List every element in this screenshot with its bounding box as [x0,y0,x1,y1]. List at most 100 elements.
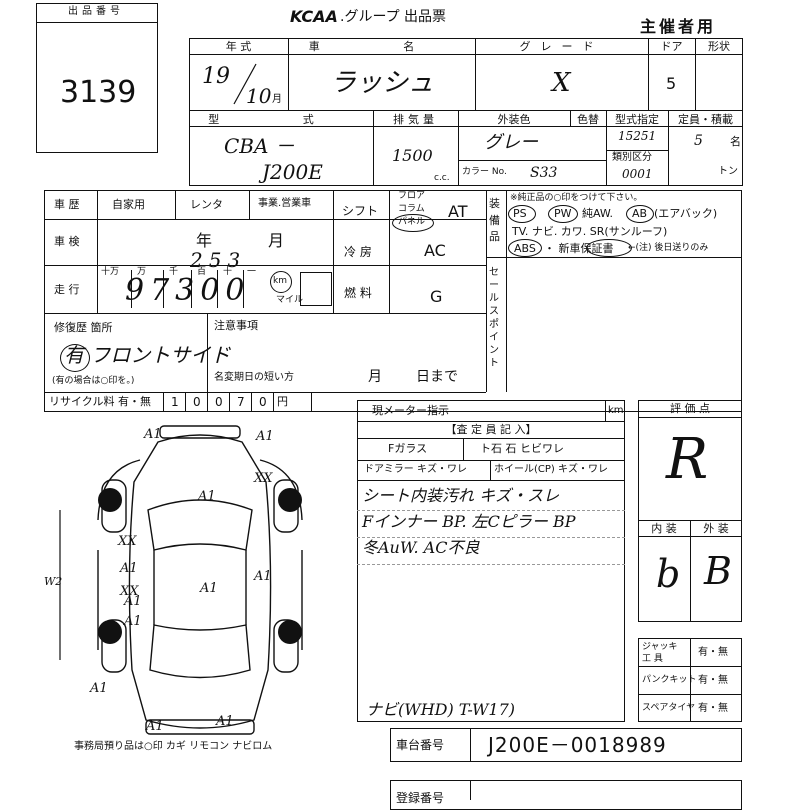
recycle-label: リサイクル料 有・無 [49,395,151,408]
registration-label: 登録番号 [396,791,445,805]
doors-header: ドア [660,40,683,53]
damage-mark: A1 [215,714,234,729]
capacity-unit: 名 [730,135,741,148]
damage-mark: A1 [145,719,164,734]
equip-alloy[interactable]: 純AW. [582,207,614,220]
recycle-digits: 1 0 0 7 0 円 [163,392,312,412]
model-header: 型 式 [208,113,354,126]
shift-floor[interactable]: フロア [398,191,426,201]
year-slash [233,63,257,105]
inspector-header: 【査 定 員 記 入】 [445,423,537,436]
inspection-note: Fインナー BP. 左Cピラー BP [362,512,576,531]
damage-mark: W2 [44,575,62,588]
km-unit[interactable]: km [273,276,287,286]
warranty-circle [586,239,632,257]
equipment-note: ※純正品の○印をつけて下さい。 [510,193,643,203]
mileage-grid: 十万 万 千 百 十 一 [97,266,333,312]
grade-value: X [552,68,571,98]
history-rental[interactable]: レンタ [190,198,223,211]
recycle-digit: 1 [171,395,179,409]
year-value: 19 [202,64,230,89]
equip-warranty[interactable]: ・ 新車保証書 [544,242,614,255]
displacement-header: 排気量 [393,113,438,126]
inspector-section [357,400,625,722]
mileage-digit-label: 千 [169,267,179,277]
name-header: 車 名 [308,40,455,53]
mileage-correction: 253 [190,248,247,272]
equip-warranty-note: ←(注) 後日送りのみ [628,243,709,253]
exterior-header: 外装色 [497,113,531,126]
wheel-label[interactable]: ホイール(CP) キズ・ワレ [494,464,608,475]
model-code: J200E [262,160,323,184]
repair-value: 有 フロントサイド [64,343,231,367]
recolor-header: 色替 [577,113,599,126]
interior-label: 内 装 [651,522,677,535]
meter-label: 現メーター指示 [372,404,449,417]
history-label: 車 歴 [54,198,80,211]
damage-mark: XX [253,471,273,486]
model-prefix: CBA － [224,134,295,158]
equip-airbag: (エアバック) [654,207,718,220]
damage-mark: A1 [143,427,162,442]
pw-circle [548,205,578,223]
organizer-label: 主催者用 [640,17,717,36]
shift-panel[interactable]: パネル [398,217,426,227]
damage-mark: A1 [119,561,138,576]
equipment-label: 装備品 [489,197,500,243]
vehicle-table [189,38,743,186]
rename-month: 月 [368,369,382,385]
form-title: .グループ 出品票 [340,9,447,25]
year-header: 年 式 [225,40,252,53]
interior-grade: b [656,552,681,596]
accessory-label: スペアタイヤ [642,703,696,713]
mileage-extra-box [300,272,332,306]
sales-point-label: セールスポイント [489,267,499,369]
brand-logo: KCAA [290,7,338,26]
mile-unit[interactable]: マイル [276,295,304,305]
shift-column[interactable]: コラム [398,204,425,214]
damage-mark: A1 [123,594,142,609]
inspection-label: 車 検 [54,235,80,248]
mileage-digit-label: 百 [197,267,207,277]
repair-yes-circle [60,344,90,372]
chassis-label: 車台番号 [396,738,445,752]
damage-mark: A1 [197,489,216,504]
accessory-value[interactable]: 有・無 [698,647,728,658]
lot-number: 3139 [60,75,137,110]
history-business[interactable]: 事業.営業車 [258,198,312,209]
accessory-label: ジャッキ 工 具 [642,642,678,664]
mirror-label[interactable]: ドアミラー キズ・ワレ [364,464,467,475]
accessory-value[interactable]: 有・無 [698,703,728,714]
color-no: S33 [530,165,558,181]
rename-label: 名変期日の短い方 [214,372,294,383]
class-value: 0001 [622,167,653,181]
mileage-digit-label: 万 [137,267,147,277]
capacity-header: 定員・積載 [678,113,733,126]
history-private[interactable]: 自家用 [112,198,145,211]
equip-line2[interactable]: TV. ナビ. カワ. SR(サンルーフ) [512,225,668,238]
recycle-digit: 0 [259,395,267,409]
month-value: 10 [246,84,272,108]
shape-header: 形状 [708,40,730,53]
shift-label: シフト [342,204,379,218]
diagram-footer: 事務局預り品は○印 カギ リモコン ナビロム [74,741,273,752]
exterior-grade: B [704,549,732,593]
shift-panel-circle [392,214,434,232]
ps-circle [508,205,536,223]
abs-circle [508,239,542,257]
recycle-digit: 0 [215,395,223,409]
damage-mark: A1 [199,581,218,596]
capacity-value: 5 [694,133,703,149]
inspection-note: シート内装汚れ キズ・スレ [362,486,560,505]
doors-value: 5 [666,74,677,93]
notice-label: 注意事項 [214,319,258,332]
ab-circle [626,205,654,223]
grade-header: グレード [519,40,604,53]
nav-note: ナビ(WHD) T-W17) [366,700,515,719]
damage-mark: A1 [255,429,274,444]
km-circle [270,271,292,293]
recycle-unit: 円 [277,395,288,408]
ac-label: 冷 房 [344,245,372,259]
accessory-value[interactable]: 有・無 [698,675,728,686]
glass-options[interactable]: ト石 石 ヒビワレ [480,442,564,455]
